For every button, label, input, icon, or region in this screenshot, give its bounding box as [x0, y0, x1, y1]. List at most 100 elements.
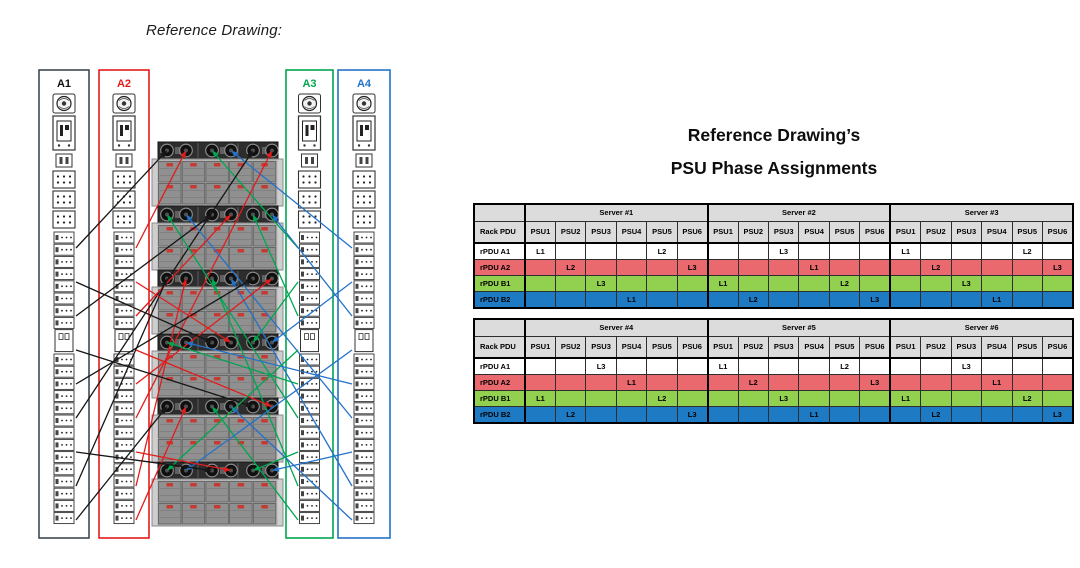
phase-cell-empty: [706, 374, 739, 391]
psu-header: PSU6: [1041, 221, 1074, 244]
cable-arrowhead-icon: [245, 401, 253, 408]
psu-header: PSU1: [889, 221, 922, 244]
phase-cell-empty: [920, 242, 952, 260]
phase-cell-empty: [920, 275, 952, 292]
cable-arrowhead-icon: [253, 335, 260, 343]
power-cable-a1: [75, 411, 164, 521]
phase-cell: L1: [981, 291, 1013, 309]
power-cable-a1: [75, 218, 207, 317]
cable-arrowhead-icon: [167, 341, 175, 348]
power-cable-a2: [135, 349, 266, 405]
cable-arrowhead-icon: [204, 214, 212, 221]
phase-cell: L2: [737, 291, 770, 309]
cable-arrowhead-icon: [264, 278, 272, 286]
phase-cell: L1: [889, 242, 922, 260]
phase-cell-empty: [676, 242, 709, 260]
psu-header: PSU5: [646, 221, 678, 244]
phase-cell: L2: [920, 406, 952, 424]
pdu-row-label: rPDU A2: [473, 374, 526, 391]
cable-arrowhead-icon: [167, 463, 175, 471]
cable-arrowhead-icon: [253, 214, 259, 223]
phase-cell-empty: [585, 374, 617, 391]
power-cable-a3: [256, 281, 299, 338]
phase-cell-empty: [981, 242, 1013, 260]
power-cable-a1: [75, 281, 206, 341]
cable-arrowhead-icon: [181, 278, 188, 286]
phase-cell-empty: [737, 357, 770, 375]
cable-arrowhead-icon: [186, 214, 193, 222]
phase-cell: L3: [1041, 259, 1074, 276]
phase-cell-empty: [950, 242, 983, 260]
phase-cell: L2: [920, 259, 952, 276]
phase-cell: L2: [1011, 242, 1043, 260]
phase-cell-empty: [981, 275, 1013, 292]
power-cable-a3: [173, 343, 299, 385]
cable-arrowhead-icon: [231, 278, 237, 286]
pdu-row-label: rPDU B1: [473, 275, 526, 292]
phase-cell: L2: [646, 390, 678, 407]
cable-arrowhead-icon: [272, 214, 279, 222]
phase-cell-empty: [1011, 275, 1043, 292]
power-cable-a2: [135, 451, 225, 470]
heading-line-1: Reference Drawing’s: [687, 125, 861, 145]
server-header: Server #6: [889, 318, 1074, 337]
phase-cell-empty: [676, 291, 709, 309]
corner-cell: [473, 318, 526, 337]
phase-cell-empty: [706, 406, 739, 424]
power-cable-a4: [192, 343, 353, 385]
psu-header: PSU1: [706, 336, 739, 359]
phase-cell: L2: [828, 357, 861, 375]
pdu-a4: A4: [337, 69, 391, 539]
cable-arrowhead-icon: [212, 278, 218, 287]
phase-cell-empty: [737, 406, 770, 424]
phase-cell: L2: [828, 275, 861, 292]
phase-cell-empty: [920, 374, 952, 391]
phase-cell-empty: [950, 406, 983, 424]
power-cable-a2: [135, 156, 184, 249]
psu-header: PSU4: [981, 221, 1013, 244]
phase-cell-empty: [706, 291, 739, 309]
cable-arrowhead-icon: [160, 150, 167, 158]
phase-cell: L2: [554, 259, 587, 276]
phase-cell-empty: [889, 259, 922, 276]
phase-cell-empty: [981, 406, 1013, 424]
power-cable-a2: [135, 282, 267, 385]
psu-header: PSU1: [889, 336, 922, 359]
phase-cell-empty: [554, 275, 587, 292]
phase-cell-empty: [646, 374, 678, 391]
phase-cell-empty: [1041, 242, 1074, 260]
power-cable-a1: [75, 281, 248, 385]
phase-cell: L1: [706, 275, 739, 292]
phase-cell-empty: [554, 291, 587, 309]
phase-cell-empty: [554, 374, 587, 391]
phase-cell-empty: [798, 357, 830, 375]
phase-cell: L3: [767, 242, 800, 260]
power-cable-a3: [255, 220, 299, 317]
phase-cell-empty: [920, 357, 952, 375]
pdu-row-label: rPDU A2: [473, 259, 526, 276]
phase-cell-empty: [1041, 374, 1074, 391]
phase-cell-empty: [524, 406, 556, 424]
server-header: Server #4: [524, 318, 709, 337]
phase-cell-empty: [524, 291, 556, 309]
psu-header: PSU6: [1041, 336, 1074, 359]
phase-cell-empty: [767, 406, 800, 424]
corner-cell: [473, 203, 526, 222]
phase-cell-empty: [737, 259, 770, 276]
server-unit-6: [151, 461, 284, 527]
phase-cell-empty: [798, 242, 830, 260]
phase-cell-empty: [828, 406, 861, 424]
power-cable-a4: [191, 349, 353, 467]
phase-cell-empty: [981, 390, 1013, 407]
phase-cell-empty: [1041, 390, 1074, 407]
phase-cell: L1: [981, 374, 1013, 391]
psu-header: PSU2: [920, 221, 952, 244]
phase-cell-empty: [646, 275, 678, 292]
power-cable-a1: [75, 284, 165, 487]
cable-arrowhead-icon: [180, 406, 186, 415]
phase-cell: L2: [737, 374, 770, 391]
phase-cell-empty: [767, 357, 800, 375]
